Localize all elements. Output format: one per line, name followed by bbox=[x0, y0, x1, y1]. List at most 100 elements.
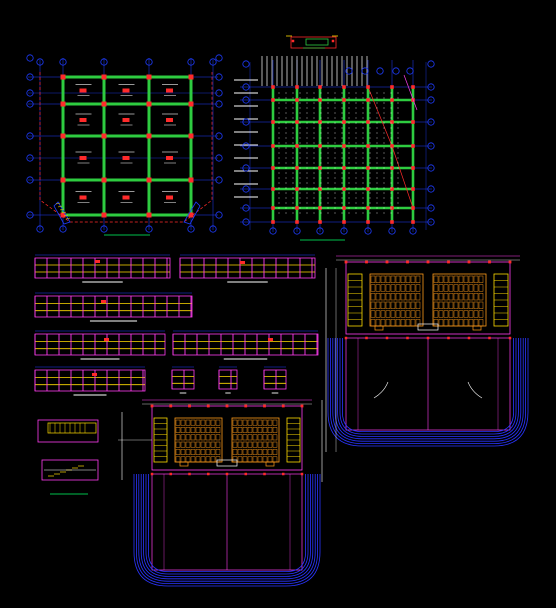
seat bbox=[458, 319, 464, 327]
seat bbox=[210, 456, 216, 463]
seat bbox=[242, 419, 248, 426]
column-marker-icon bbox=[488, 336, 491, 340]
slant-line bbox=[403, 74, 418, 111]
column-marker-icon bbox=[406, 336, 409, 340]
column-marker-icon bbox=[263, 472, 266, 476]
seat bbox=[262, 441, 268, 448]
marker bbox=[95, 260, 100, 263]
grid-axis-bubble-icon bbox=[187, 58, 195, 66]
seat bbox=[242, 441, 248, 448]
seat bbox=[405, 301, 411, 309]
stair-tread bbox=[63, 214, 69, 217]
seat bbox=[370, 275, 376, 283]
marker bbox=[101, 300, 106, 303]
grid-axis-bubble-icon bbox=[316, 227, 324, 235]
seat bbox=[205, 434, 211, 441]
grid-axis-bubble-icon bbox=[26, 211, 34, 219]
seat bbox=[267, 419, 273, 426]
seat bbox=[433, 301, 439, 309]
seat bbox=[232, 419, 238, 426]
seat bbox=[478, 275, 484, 283]
column-marker-icon bbox=[411, 166, 415, 170]
seat bbox=[262, 427, 268, 433]
grid-axis-bubble-icon bbox=[242, 60, 250, 68]
column-marker-icon bbox=[411, 187, 415, 191]
seat bbox=[190, 419, 196, 426]
seat bbox=[247, 441, 253, 448]
seat bbox=[272, 449, 278, 455]
stadium-plan-bottom bbox=[118, 399, 323, 587]
seat bbox=[272, 427, 278, 433]
seat bbox=[272, 441, 278, 448]
seat bbox=[237, 449, 243, 455]
grid-axis-bubble-icon bbox=[187, 225, 195, 233]
seat bbox=[370, 301, 376, 309]
seat bbox=[242, 434, 248, 441]
footing-marker bbox=[122, 156, 130, 160]
column-marker-icon bbox=[508, 260, 512, 264]
column-marker-icon bbox=[318, 166, 322, 170]
column-marker-icon bbox=[318, 98, 322, 102]
seat bbox=[448, 319, 454, 327]
seat bbox=[380, 284, 386, 292]
seat bbox=[195, 441, 201, 448]
marker bbox=[92, 373, 97, 376]
column-marker-icon bbox=[271, 220, 275, 224]
grid-axis-bubble-icon bbox=[59, 58, 67, 66]
seat bbox=[205, 419, 211, 426]
grid-axis-bubble-icon bbox=[427, 204, 435, 212]
grid-axis-bubble-icon bbox=[215, 54, 223, 62]
seat bbox=[185, 449, 191, 455]
seat bbox=[468, 284, 474, 292]
grid-axis-bubble-icon bbox=[242, 218, 250, 226]
marker bbox=[268, 338, 273, 341]
seat bbox=[458, 301, 464, 309]
column-marker-icon bbox=[342, 187, 346, 191]
seat bbox=[478, 310, 484, 318]
seat bbox=[400, 284, 406, 292]
column-marker-icon bbox=[146, 74, 152, 80]
seat bbox=[195, 419, 201, 426]
seat bbox=[433, 284, 439, 292]
seat bbox=[267, 434, 273, 441]
seat bbox=[237, 427, 243, 433]
column-marker-icon bbox=[411, 120, 415, 124]
seat bbox=[473, 293, 479, 301]
seat bbox=[385, 284, 391, 292]
column-marker-icon bbox=[60, 212, 66, 218]
seat bbox=[380, 293, 386, 301]
column-marker-icon bbox=[366, 206, 370, 210]
column-marker-icon bbox=[101, 177, 107, 183]
seat bbox=[257, 449, 263, 455]
seat bbox=[232, 427, 238, 433]
bench bbox=[179, 461, 189, 467]
stair-tread bbox=[57, 205, 63, 208]
column-marker-icon bbox=[60, 101, 66, 107]
seat bbox=[438, 284, 444, 292]
seat bbox=[262, 449, 268, 455]
seat bbox=[405, 319, 411, 327]
seat bbox=[185, 419, 191, 426]
grid-axis-bubble-icon bbox=[427, 96, 435, 104]
seat bbox=[380, 310, 386, 318]
seat bbox=[272, 456, 278, 463]
seat bbox=[390, 301, 396, 309]
grid-axis-bubble-icon bbox=[145, 225, 153, 233]
column-marker-icon bbox=[318, 85, 322, 89]
bench bbox=[472, 325, 482, 331]
seat bbox=[415, 301, 421, 309]
seat bbox=[205, 441, 211, 448]
seat bbox=[232, 449, 238, 455]
seat bbox=[370, 319, 376, 327]
grid-axis-bubble-icon bbox=[215, 89, 223, 97]
seat bbox=[463, 310, 469, 318]
seat bbox=[410, 293, 416, 301]
column-marker-icon bbox=[508, 336, 512, 340]
grid-axis-bubble-icon bbox=[242, 185, 250, 193]
column-marker-icon bbox=[207, 472, 210, 476]
seat bbox=[210, 449, 216, 455]
seat bbox=[448, 275, 454, 283]
seat bbox=[252, 434, 258, 441]
seat bbox=[267, 441, 273, 448]
